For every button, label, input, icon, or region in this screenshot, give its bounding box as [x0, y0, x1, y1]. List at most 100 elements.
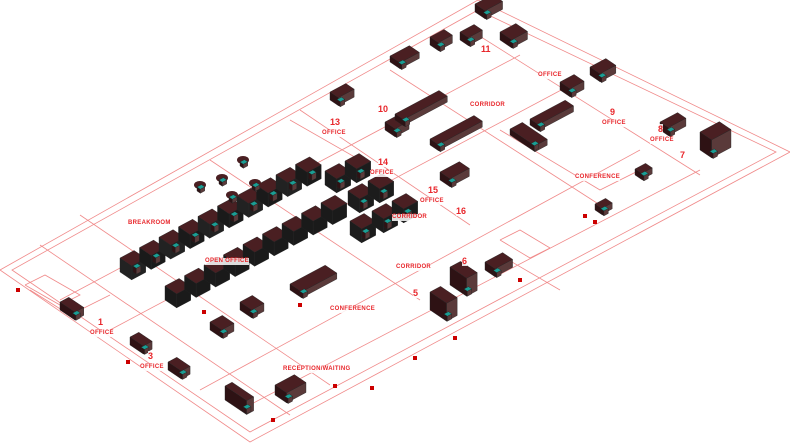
desk-chair [401, 116, 411, 128]
building-outline-inner [11, 9, 777, 433]
desk-chair [72, 310, 81, 321]
room-label-conference-b: CONFERENCE [575, 174, 621, 181]
desk-chair [666, 126, 676, 138]
cubicle-top [320, 195, 348, 211]
desk [509, 122, 548, 153]
desk [429, 286, 458, 322]
stairs [499, 229, 551, 259]
desk-top [459, 24, 483, 38]
desk-chair [393, 127, 402, 139]
desk-chair [242, 404, 252, 415]
desk-top [594, 198, 613, 209]
desk-chair-top [709, 148, 718, 154]
desk-top [129, 332, 153, 347]
desk-chair-top [530, 140, 540, 146]
desk-chair [640, 171, 649, 182]
desk-chair-top [493, 267, 502, 273]
office-number: 9 [610, 107, 616, 117]
cubicle [281, 215, 309, 246]
breakroom-chair-top [228, 194, 238, 200]
desk-chair-top [483, 9, 492, 15]
column [126, 360, 130, 364]
cubicle-chair-top [288, 180, 298, 186]
cubicle-chair-top [249, 201, 259, 207]
cubicle-chair-top [361, 228, 371, 234]
cubicle-chair [308, 169, 317, 182]
desk-chair-top [436, 41, 446, 47]
cubicle-chair [379, 188, 389, 200]
breakroom-chair [218, 177, 228, 187]
desk-top [429, 29, 453, 43]
cubicle-top [295, 156, 322, 173]
desk-chair [284, 393, 293, 404]
cubicle-chair [249, 201, 259, 213]
desk-chair [336, 96, 346, 108]
desk-chair [709, 148, 718, 159]
desk-chair [299, 288, 308, 299]
desk-chair-top [536, 121, 546, 127]
desk-chair-top [568, 87, 577, 93]
room-label-corridor-b: CORRIDOR [392, 214, 428, 221]
cubicle-chair-top [336, 178, 346, 184]
breakroom-chair-top [196, 184, 206, 190]
cubicle [295, 156, 322, 187]
desk-chair-top [72, 310, 81, 316]
cubicle-chair [269, 190, 278, 202]
cubicle-chair-top [132, 263, 142, 269]
office-number: 10 [378, 104, 389, 114]
desk-top [209, 315, 235, 331]
desk-chair-top [600, 206, 609, 212]
desk-top [699, 121, 732, 141]
room-label-office-g: OFFICE [420, 198, 444, 205]
breakroom-chair [196, 184, 206, 194]
desk-chair-top [666, 126, 676, 132]
room-label-breakroom: BREAKROOM [128, 220, 171, 227]
column [370, 386, 374, 390]
cubicle-chair-top [230, 211, 239, 217]
breakroom-chair [239, 159, 249, 169]
desk-chair [249, 308, 258, 319]
breakroom-chair-top [251, 182, 261, 188]
desk-top [429, 115, 483, 145]
desk-chair [219, 328, 228, 339]
desk-top [474, 0, 503, 11]
desk-chair-top [463, 286, 473, 292]
desk-top [429, 286, 458, 304]
desk-chair [598, 72, 607, 84]
cubicle-chair-top [269, 190, 278, 196]
desk [394, 90, 448, 126]
desk-top [59, 297, 85, 313]
column [333, 384, 337, 388]
desk-chair-top [284, 393, 293, 399]
desk-chair [530, 140, 540, 152]
desk-top [659, 112, 687, 128]
cubicle [320, 195, 348, 226]
cubicle-top [391, 193, 419, 210]
cubicle-chair [383, 218, 393, 230]
cubicle-chair [359, 198, 369, 210]
office-number: 8 [658, 124, 664, 134]
desk-chair [600, 206, 609, 217]
desk-chair [466, 36, 476, 48]
column [518, 278, 522, 282]
office-number: 3 [148, 351, 154, 361]
desk-chair [140, 344, 150, 355]
room-label-office-f: OFFICE [650, 137, 674, 144]
column [16, 288, 20, 292]
office-number: 13 [330, 117, 341, 127]
desk-chair [443, 311, 453, 322]
wall [469, 29, 701, 176]
cubicle-chair [132, 263, 142, 275]
wall [389, 69, 601, 206]
desk-top [439, 161, 470, 179]
column [583, 214, 587, 218]
office-number: 16 [456, 206, 467, 216]
room-label-office-e: OFFICE [602, 120, 626, 127]
desk-chair [178, 369, 188, 380]
desk-top [589, 58, 617, 74]
cubicle [184, 267, 211, 298]
desk-top [274, 374, 307, 394]
furniture [59, 0, 732, 415]
